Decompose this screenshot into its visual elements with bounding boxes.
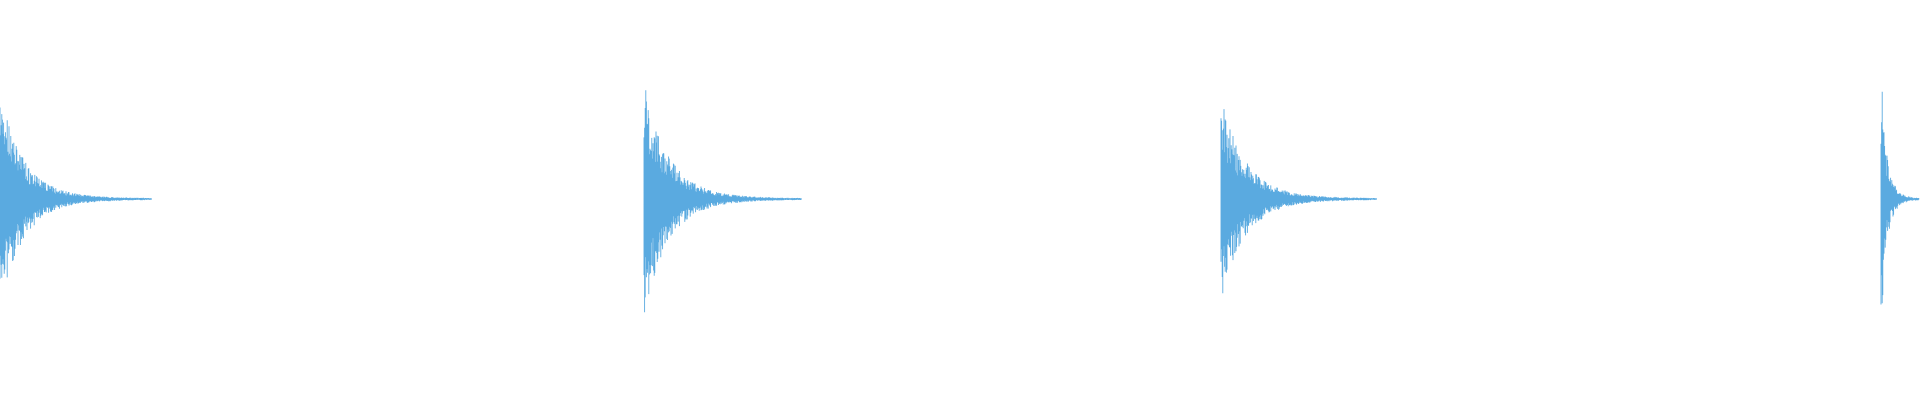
transient-waveform-1: [0, 107, 152, 279]
transient-1: [0, 107, 152, 279]
transient-waveform-3: [1220, 109, 1377, 294]
transient-waveform-2: [643, 90, 802, 313]
waveform-layer: [0, 90, 1920, 313]
transient-2: [643, 90, 802, 313]
transient-waveform-4: [1880, 91, 1920, 305]
transient-3: [1220, 109, 1377, 294]
transient-4: [1880, 91, 1920, 305]
